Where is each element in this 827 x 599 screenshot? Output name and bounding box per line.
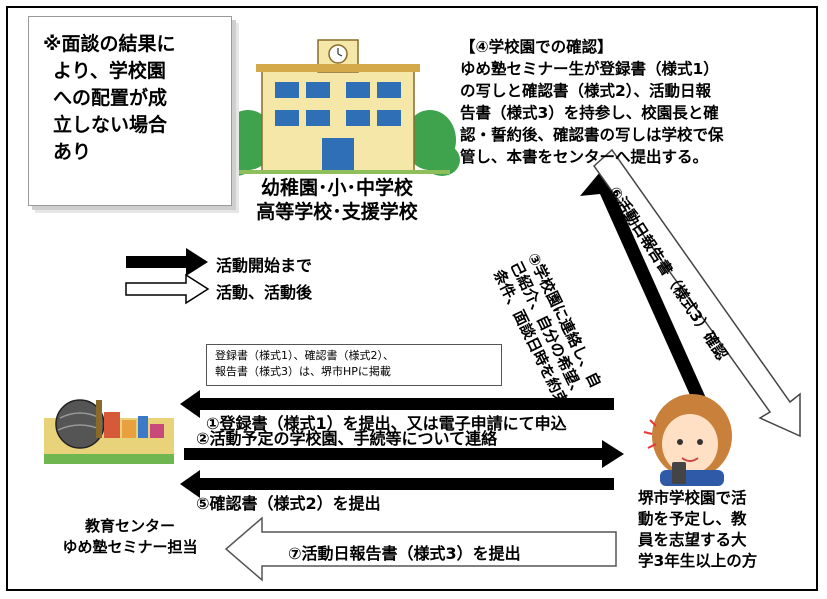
school-building-illustration (218, 39, 460, 176)
legend-white-label: 活動、活動後 (216, 283, 313, 302)
person-line-2: 動を予定し、教 (638, 510, 747, 528)
center-line-1: 教育センター (84, 517, 175, 535)
note-line-4: 立しない場合 (53, 114, 168, 136)
person-line-3: 員を志望する大 (638, 531, 747, 549)
person-line-4: 学3年生以上の方 (638, 552, 758, 570)
person-illustration (643, 394, 732, 486)
step1-label: ①登録書（様式1）を提出、又は電子申請にて申込 (206, 414, 567, 433)
note-line-5: あり (53, 141, 92, 163)
note-line-3: への配置が成 (53, 87, 168, 109)
arrow-step3 (580, 172, 706, 404)
note-line-2: より、学校園 (53, 60, 166, 82)
education-center-label: 教育センター ゆめ塾セミナー担当 (30, 516, 230, 558)
step5-label: ⑤確認書（様式2）を提出 (196, 494, 381, 513)
note-box: ※面談の結果に より、学校園 への配置が成 立しない場合 あり (28, 16, 232, 206)
callout-line-1: 登録書（様式1）、確認書（様式2）、 (215, 349, 394, 362)
school-label: 幼稚園･小･中学校 高等学校･支援学校 (232, 176, 442, 224)
callout-line-2: 報告書（様式3）は、堺市HPに掲載 (215, 365, 391, 378)
person-label: 堺市学校園で活 動を予定し、教 員を志望する大 学3年生以上の方 (638, 488, 757, 572)
note-line-1: ※面談の結果に (43, 33, 176, 55)
confirm-line-1: 【④学校園での確認】 (460, 38, 613, 56)
legend-white-arrow (125, 273, 210, 305)
confirm-line-3: の写しと確認書（様式2）、活動日報 (460, 82, 712, 100)
arrow-step2 (184, 440, 624, 468)
center-line-2: ゆめ塾セミナー担当 (62, 538, 198, 556)
forms-callout: 登録書（様式1）、確認書（様式2）、 報告書（様式3）は、堺市HPに掲載 (206, 344, 502, 386)
school-label-line-1: 幼稚園･小･中学校 (260, 177, 413, 199)
arrow-step1 (180, 390, 614, 418)
arrow-step6 (592, 148, 801, 438)
arrow-step5 (180, 470, 614, 498)
legend-black-arrow (126, 248, 208, 276)
step2-label: ②活動予定の学校園、手続等について連絡 (196, 429, 498, 448)
confirm-line-6: 管し、本書をセンターへ提出する。 (460, 148, 709, 166)
person-line-1: 堺市学校園で活 (638, 489, 747, 507)
confirm-line-2: ゆめ塾セミナー生が登録書（様式1） (460, 60, 719, 78)
school-label-line-2: 高等学校･支援学校 (256, 201, 418, 223)
confirm-step-text: 【④学校園での確認】 ゆめ塾セミナー生が登録書（様式1） の写しと確認書（様式2… (460, 36, 724, 168)
education-center-illustration (44, 399, 174, 464)
legend-black-label: 活動開始まで (216, 256, 313, 275)
arrow-step7 (224, 516, 617, 582)
confirm-line-4: 告書（様式3）を持参し、校園長と確 (460, 104, 719, 122)
confirm-line-5: 認・誓約後、確認書の写しは学校で保 (460, 126, 724, 144)
step7-label: ⑦活動日報告書（様式3）を提出 (288, 544, 521, 563)
